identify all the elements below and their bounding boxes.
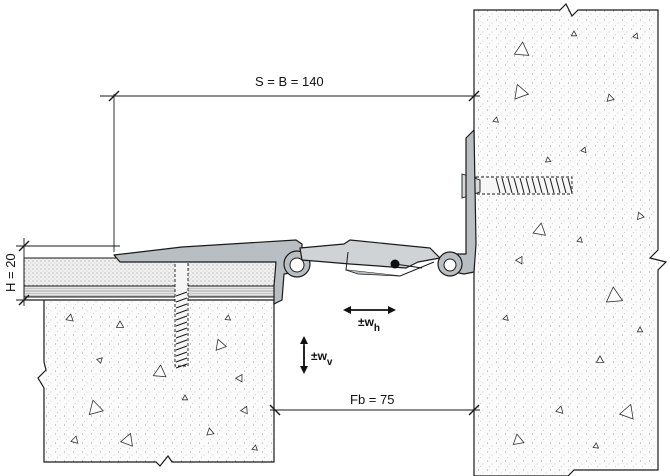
- aggregate-mark: [206, 427, 215, 436]
- aggregate-mark: [532, 222, 547, 236]
- aggregate-mark: [88, 399, 104, 416]
- gap-label: Fb = 75: [350, 392, 394, 407]
- aggregate-mark: [605, 286, 624, 303]
- floor-screed: [23, 257, 277, 298]
- aggregate-mark: [152, 364, 167, 378]
- aggregate-mark: [502, 314, 509, 322]
- aggregate-mark: [512, 433, 525, 445]
- aggregate-mark: [592, 442, 600, 449]
- horizontal-movement-label: ±wh: [358, 315, 380, 334]
- aggregate-mark: [595, 355, 605, 363]
- right-aggregate-marks: [492, 30, 645, 449]
- aggregate-mark: [115, 320, 125, 328]
- aggregate-mark: [632, 32, 639, 40]
- dimension-height: H = 20: [3, 238, 120, 306]
- aggregate-mark: [239, 405, 248, 415]
- aggregate-mark: [570, 30, 578, 37]
- aggregate-mark: [580, 146, 587, 154]
- aggregate-mark: [636, 326, 644, 333]
- dimension-gap: Fb = 75: [269, 392, 480, 416]
- aggregate-mark: [119, 432, 133, 447]
- aggregate-mark: [234, 373, 243, 383]
- aggregate-mark: [618, 403, 634, 420]
- aggregate-mark: [224, 314, 232, 321]
- aggregate-mark: [181, 394, 189, 401]
- aggregate-mark: [251, 444, 258, 451]
- aggregate-mark: [65, 313, 74, 322]
- aggregate-mark: [555, 405, 564, 414]
- span-label: S = B = 140: [255, 74, 324, 89]
- height-label: H = 20: [3, 253, 18, 292]
- aggregate-mark: [492, 116, 499, 123]
- dimension-span: S = B = 140: [100, 74, 480, 252]
- aggregate-mark: [215, 338, 228, 351]
- aggregate-mark: [96, 357, 103, 364]
- expansion-joint-profile: [113, 129, 477, 305]
- aggregate-mark: [544, 156, 552, 163]
- vertical-movement-label: ±wv: [311, 349, 333, 368]
- aggregate-mark: [636, 211, 645, 221]
- aggregate-mark: [70, 435, 79, 444]
- aggregate-mark: [513, 41, 530, 56]
- right-concrete-wall: [473, 2, 668, 476]
- vertical-movement: ±wv: [300, 336, 333, 374]
- aggregate-mark: [606, 93, 615, 102]
- aggregate-mark: [514, 255, 523, 265]
- aggregate-mark: [514, 83, 530, 100]
- horizontal-movement: ±wh: [343, 306, 396, 334]
- aggregate-mark: [576, 236, 583, 243]
- left-aggregate-marks: [65, 313, 258, 451]
- left-concrete-slab: [24, 299, 275, 467]
